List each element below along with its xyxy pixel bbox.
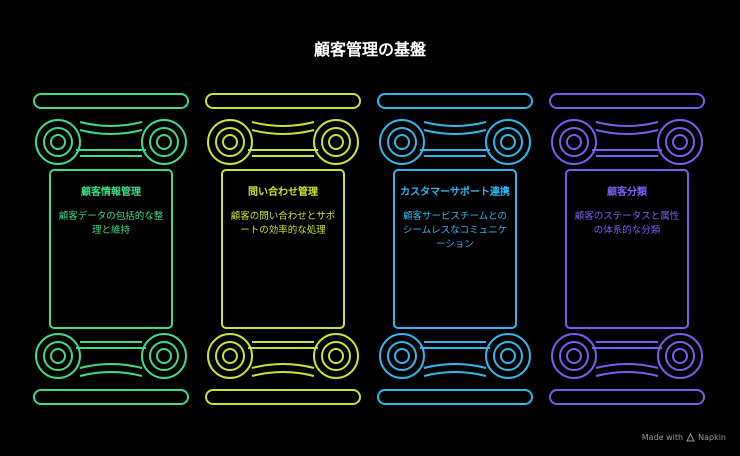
pillar-text: 問い合わせ管理顧客の問い合わせとサポートの効率的な処理 bbox=[228, 186, 338, 238]
footer-brand: Napkin bbox=[698, 433, 726, 442]
pillar-description: 顧客のステータスと属性の体系的な分類 bbox=[574, 211, 680, 236]
pillar-description: 顧客データの包括的な整理と維持 bbox=[58, 211, 164, 236]
pillar-text: 顧客分類顧客のステータスと属性の体系的な分類 bbox=[572, 186, 682, 238]
pillar-1: 顧客情報管理顧客データの包括的な整理と維持 bbox=[32, 92, 190, 406]
pillar-outline bbox=[377, 93, 533, 405]
napkin-logo-icon bbox=[686, 432, 695, 442]
pillar-outline bbox=[549, 93, 705, 405]
footer-made-with: Made with bbox=[641, 433, 684, 442]
pillar-outline bbox=[33, 93, 189, 405]
pillar-title: カスタマーサポート連携 bbox=[400, 187, 510, 198]
pillar-title: 問い合わせ管理 bbox=[248, 187, 318, 198]
pillar-title: 顧客分類 bbox=[607, 187, 647, 198]
pillar-outline bbox=[205, 93, 361, 405]
pillar-description: 顧客の問い合わせとサポートの効率的な処理 bbox=[230, 211, 336, 236]
pillar-4: 顧客分類顧客のステータスと属性の体系的な分類 bbox=[548, 92, 706, 406]
pillar-title: 顧客情報管理 bbox=[81, 187, 141, 198]
pillar-description: 顧客サービスチームとのシームレスなコミュニケーション bbox=[402, 211, 508, 250]
pillar-2: 問い合わせ管理顧客の問い合わせとサポートの効率的な処理 bbox=[204, 92, 362, 406]
diagram-title: 顧客管理の基盤 bbox=[313, 40, 426, 59]
footer-credit: Made with Napkin bbox=[641, 432, 726, 442]
pillar-text: カスタマーサポート連携顧客サービスチームとのシームレスなコミュニケーション bbox=[400, 186, 510, 252]
pillar-text: 顧客情報管理顧客データの包括的な整理と維持 bbox=[56, 186, 166, 238]
pillar-3: カスタマーサポート連携顧客サービスチームとのシームレスなコミュニケーション bbox=[376, 92, 534, 406]
